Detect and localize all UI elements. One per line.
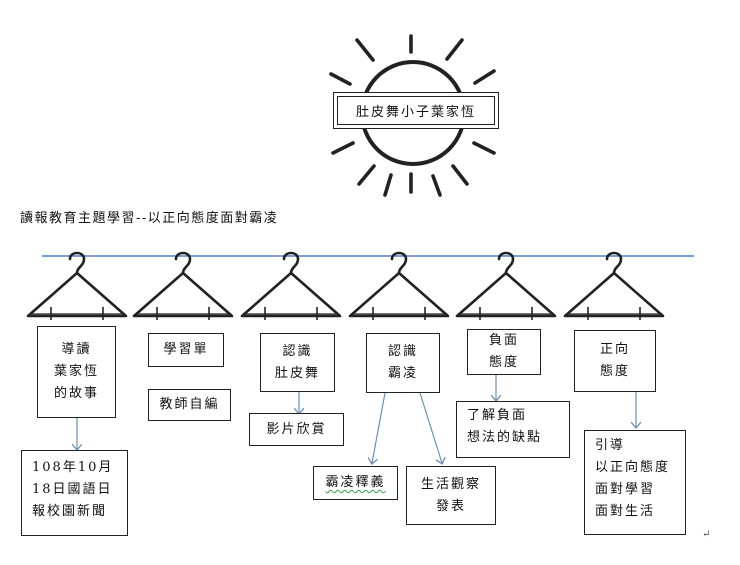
detail-line: 霸凌釋義 [325,475,386,490]
detail-line: 以正向態度 [595,460,671,475]
arrow [419,392,442,463]
hanger-icon [455,251,557,322]
detail-line: 發表 [435,498,466,514]
tag-line: 的故事 [53,386,99,401]
detail-box-teacher-made: 教師自編 [148,389,231,421]
diagram-subtitle: 讀報教育主題學習--以正向態度面對霸凌 [20,211,279,226]
hanger-tag-positive-attitude: 正向 態度 [574,330,656,392]
tag-line: 負面 [488,333,519,348]
detail-line: 108年10月 [32,460,114,475]
tag-line: 態度 [488,355,519,370]
sun-rays [329,34,496,197]
detail-box-negative-thoughts: 了解負面 想法的缺點 [456,401,570,458]
detail-line: 想法的缺點 [467,430,543,445]
detail-box-newspaper: 108年10月 18日國語日 報校園新聞 [21,450,128,536]
paragraph-mark: ↵ [702,529,711,540]
arrow [372,392,386,463]
hanger-icon [240,251,342,322]
detail-box-definition: 霸凌釋義 [313,466,398,500]
detail-line: 報校園新聞 [32,504,108,519]
hanger-tag-belly-dance: 認識 肚皮舞 [260,333,335,392]
detail-line: 面對生活 [595,504,656,519]
detail-line: 教師自編 [159,397,220,412]
detail-box-guidance: 引導 以正向態度 面對學習 面對生活 [584,430,686,535]
tag-line: 導讀 [61,342,92,357]
tag-line: 肚皮舞 [274,365,320,381]
tag-line: 正向 [599,342,630,357]
detail-line: 18日國語日 [32,482,113,497]
detail-box-observation: 生活觀察 發表 [406,466,496,525]
detail-line: 影片欣賞 [266,421,327,437]
hanger-tag-worksheet: 學習單 [148,333,224,367]
hanger-icon [26,251,128,322]
tag-line: 葉家恆 [53,364,99,379]
tag-line: 認識 [387,344,418,359]
sun-graphic [329,34,496,197]
hanger-icon [563,251,665,322]
detail-line: 引導 [595,438,626,453]
hangers [26,251,665,322]
hanger-icon [348,251,450,322]
tag-line: 學習單 [163,342,209,357]
hanger-tag-negative-attitude: 負面 態度 [467,329,541,375]
arrows [77,375,636,463]
detail-line: 面對學習 [595,482,656,497]
detail-line: 生活觀察 [420,476,481,492]
tag-line: 霸凌 [387,366,418,381]
detail-box-video: 影片欣賞 [249,413,344,446]
tag-line: 態度 [599,364,630,379]
diagram-title: 肚皮舞小子葉家恆 [355,105,476,120]
tag-line: 認識 [282,343,313,359]
hanger-tag-guided-reading: 導讀 葉家恆 的故事 [37,326,116,418]
hanger-tag-bullying: 認識 霸凌 [366,333,440,393]
title-box: 肚皮舞小子葉家恆 [333,92,499,129]
hanger-icon [132,251,234,322]
detail-line: 了解負面 [467,408,528,423]
